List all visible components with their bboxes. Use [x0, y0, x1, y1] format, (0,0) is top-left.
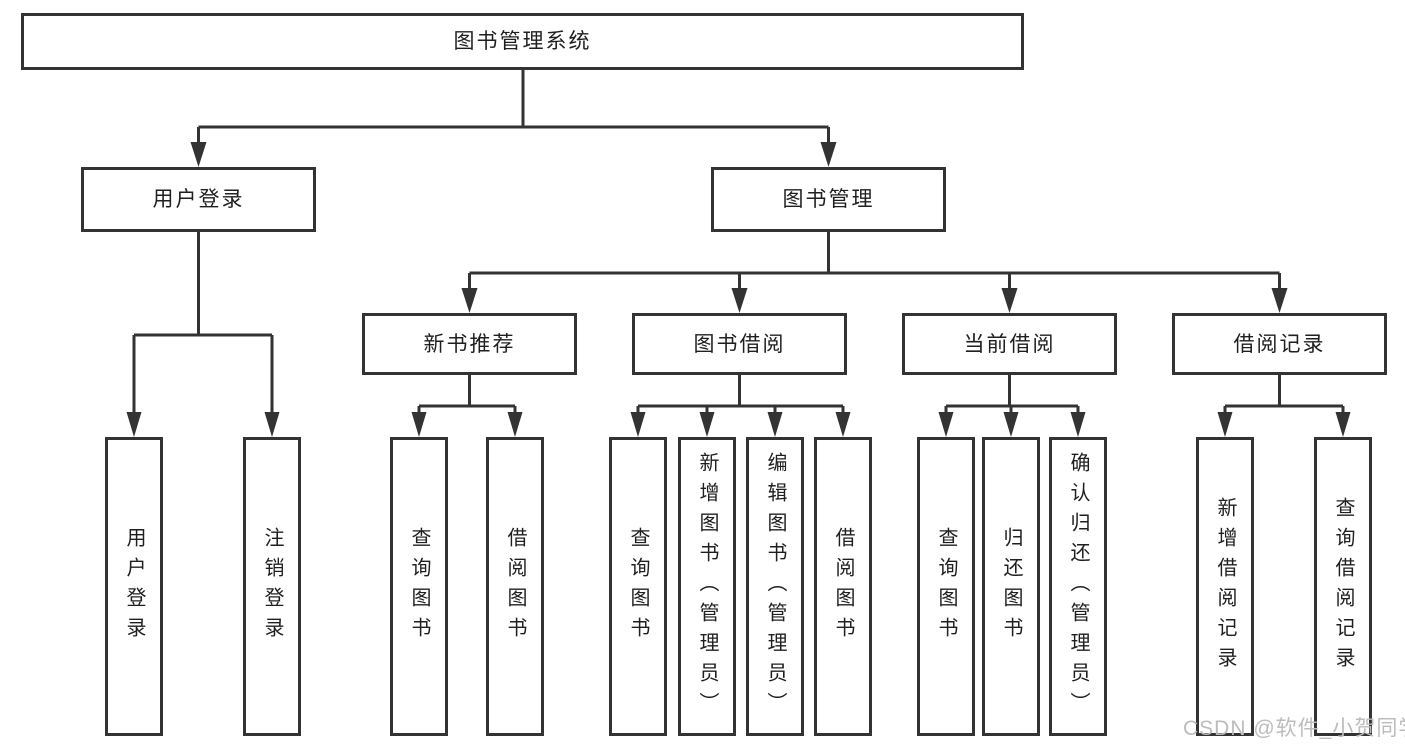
leaf-query-books-borrowing-label: 查询图书 — [627, 526, 649, 647]
connector-book-management — [461, 232, 1288, 313]
leaf-borrow-books-recommend: 借阅图书 — [486, 437, 544, 736]
leaf-query-books-current: 查询图书 — [917, 437, 975, 736]
leaf-user-login: 用户登录 — [105, 437, 163, 736]
node-user-login: 用户登录 — [81, 167, 316, 232]
leaf-query-borrow-record-label: 查询借阅记录 — [1332, 496, 1354, 677]
connector-new-book-recommendation — [411, 375, 523, 437]
node-new-book-recommendation-label: 新书推荐 — [423, 332, 516, 356]
node-root-label: 图书管理系统 — [453, 30, 592, 53]
leaf-query-books-current-label: 查询图书 — [935, 526, 957, 647]
node-book-borrowing: 图书借阅 — [632, 313, 847, 375]
leaf-confirm-return-admin: 确认归还（管理员） — [1049, 437, 1107, 736]
leaf-edit-book-admin: 编辑图书（管理员） — [746, 437, 804, 736]
leaf-add-book-admin: 新增图书（管理员） — [678, 437, 736, 736]
node-borrowing-records-label: 借阅记录 — [1233, 332, 1326, 356]
leaf-query-books-recommend: 查询图书 — [390, 437, 448, 736]
connector-borrowing-records — [1217, 375, 1351, 437]
connector-current-borrowing — [938, 375, 1086, 437]
connector-root — [190, 70, 837, 167]
node-root: 图书管理系统 — [21, 13, 1024, 70]
leaf-borrow-books-borrowing: 借阅图书 — [814, 437, 872, 736]
node-book-management-label: 图书管理 — [782, 188, 875, 211]
leaf-user-login-label: 用户登录 — [123, 526, 145, 647]
watermark-text: CSDN @软件_小贺同学 — [1183, 717, 1405, 740]
leaf-add-borrow-record-label: 新增借阅记录 — [1214, 496, 1236, 677]
connector-user-login — [126, 232, 280, 437]
node-new-book-recommendation: 新书推荐 — [362, 313, 577, 375]
leaf-return-books-label: 归还图书 — [1000, 526, 1022, 647]
leaf-query-books-borrowing: 查询图书 — [609, 437, 667, 736]
leaf-logout: 注销登录 — [243, 437, 301, 736]
leaf-edit-book-admin-label: 编辑图书（管理员） — [764, 451, 786, 722]
node-book-management: 图书管理 — [711, 167, 946, 232]
leaf-confirm-return-admin-label: 确认归还（管理员） — [1067, 451, 1089, 722]
node-user-login-label: 用户登录 — [152, 188, 245, 211]
leaf-return-books: 归还图书 — [982, 437, 1040, 736]
node-current-borrowing-label: 当前借阅 — [963, 332, 1056, 356]
node-book-borrowing-label: 图书借阅 — [693, 332, 786, 356]
leaf-borrow-books-borrowing-label: 借阅图书 — [832, 526, 854, 647]
connector-book-borrowing — [630, 375, 851, 437]
leaf-add-book-admin-label: 新增图书（管理员） — [696, 451, 718, 722]
leaf-logout-label: 注销登录 — [261, 526, 283, 647]
leaf-query-borrow-record: 查询借阅记录 — [1314, 437, 1372, 736]
leaf-query-books-recommend-label: 查询图书 — [408, 526, 430, 647]
leaf-borrow-books-recommend-label: 借阅图书 — [504, 526, 526, 647]
leaf-add-borrow-record: 新增借阅记录 — [1196, 437, 1254, 736]
node-current-borrowing: 当前借阅 — [902, 313, 1117, 375]
node-borrowing-records: 借阅记录 — [1172, 313, 1387, 375]
